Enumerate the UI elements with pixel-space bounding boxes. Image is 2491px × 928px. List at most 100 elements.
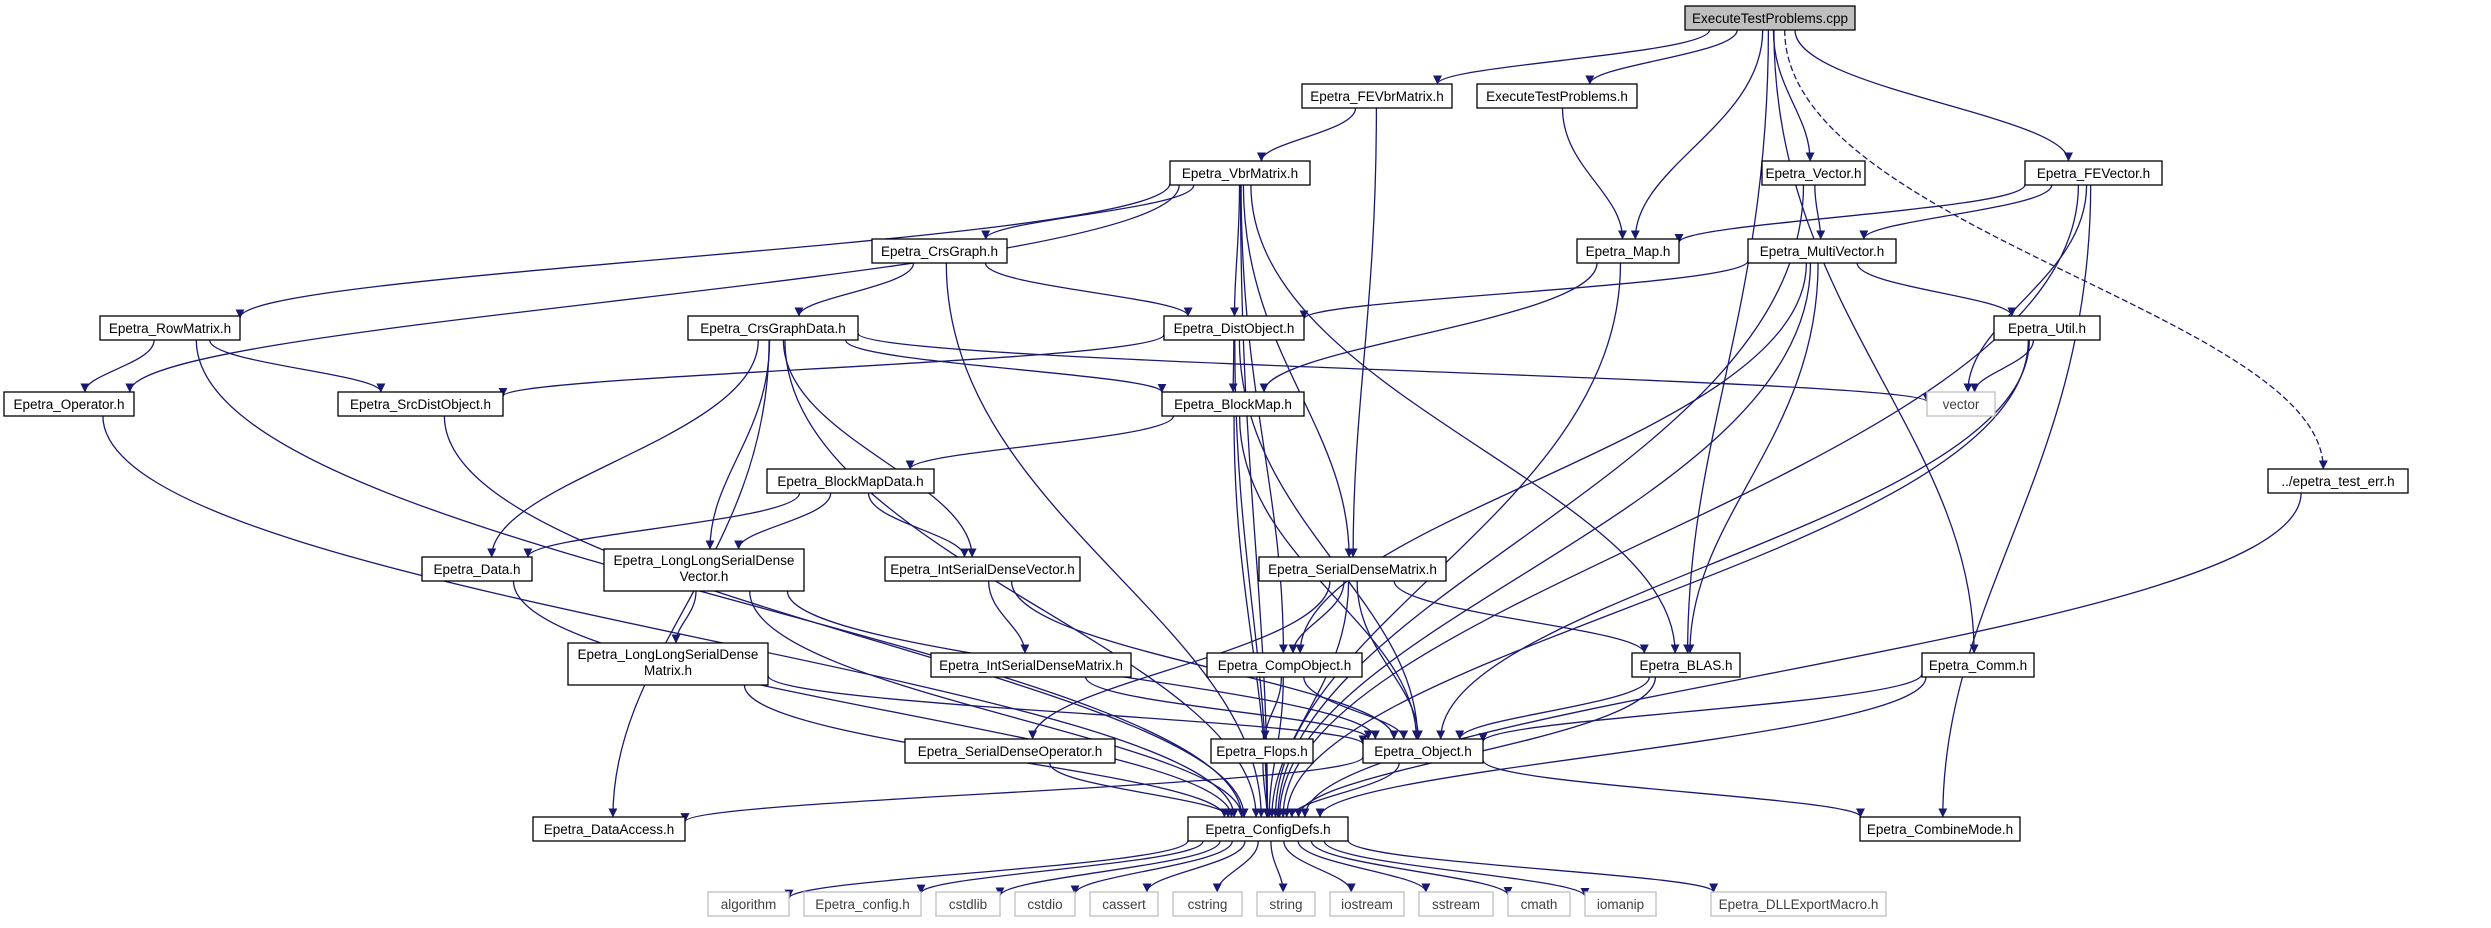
node-crsgraphdata[interactable]: Epetra_CrsGraphData.h: [687, 315, 859, 341]
node-iomanip: iomanip: [1584, 891, 1657, 917]
node-llsdv-box: [603, 548, 805, 592]
node-object-label: Epetra_Object.h: [1374, 744, 1472, 759]
node-flops-box: [1210, 738, 1314, 764]
node-sdm[interactable]: Epetra_SerialDenseMatrix.h: [1258, 556, 1447, 582]
node-vector[interactable]: Epetra_Vector.h: [1761, 160, 1866, 186]
edge-configdefs-to-cstring: [1212, 840, 1259, 893]
node-sdm-label: Epetra_SerialDenseMatrix.h: [1268, 562, 1437, 577]
edge-root-to-comm: [1773, 29, 1979, 654]
edge-root-to-blas: [1683, 29, 1770, 654]
node-sdo-label: Epetra_SerialDenseOperator.h: [918, 744, 1103, 759]
edge-llsdm-to-object: [767, 675, 1368, 745]
node-iomanip-box: [1584, 891, 1657, 917]
node-multivector[interactable]: Epetra_MultiVector.h: [1747, 238, 1897, 264]
node-cstdio-box: [1014, 891, 1076, 917]
edge-vbr-to-distobject: [1230, 184, 1241, 317]
node-comm-label: Epetra_Comm.h: [1929, 658, 2027, 673]
node-distobject[interactable]: Epetra_DistObject.h: [1163, 315, 1305, 341]
node-cstring-box: [1172, 891, 1243, 917]
edge-configdefs-to-iostream: [1283, 840, 1356, 893]
edge-util-to-vectorstd: [1970, 339, 2035, 393]
node-root-box: [1684, 5, 1856, 31]
edge-root-to-map: [1630, 29, 1764, 240]
node-vectorstd-box: [1926, 391, 1996, 417]
edge-object-to-dataaccess: [680, 756, 1364, 823]
node-blockmapdata[interactable]: Epetra_BlockMapData.h: [766, 468, 935, 494]
edge-distobject-to-blockmap: [1228, 339, 1238, 393]
node-dataaccess[interactable]: Epetra_DataAccess.h: [532, 816, 686, 842]
edge-distobject-to-srcdist: [498, 333, 1165, 397]
node-root-label: ExecuteTestProblems.cpp: [1692, 11, 1848, 26]
node-dataaccess-box: [532, 816, 686, 842]
node-isdv[interactable]: Epetra_IntSerialDenseVector.h: [884, 556, 1081, 582]
edge-root-to-fevbr: [1433, 29, 1711, 85]
edge-fevector-to-configdefs: [1278, 184, 2080, 818]
node-llsdm-label-line2: Matrix.h: [644, 663, 692, 678]
edge-vbr-to-compobject: [1240, 184, 1288, 654]
node-map[interactable]: Epetra_Map.h: [1576, 238, 1680, 264]
edge-configdefs-to-string: [1270, 840, 1288, 893]
node-cstring: cstring: [1172, 891, 1243, 917]
node-compobject-label: Epetra_CompObject.h: [1218, 658, 1352, 673]
node-configdefs[interactable]: Epetra_ConfigDefs.h: [1187, 816, 1349, 842]
node-string: string: [1256, 891, 1316, 917]
node-crsgraph[interactable]: Epetra_CrsGraph.h: [871, 238, 1008, 264]
node-testerr-box: [2267, 468, 2409, 494]
node-flops[interactable]: Epetra_Flops.h: [1210, 738, 1314, 764]
node-srcdist-label: Epetra_SrcDistObject.h: [350, 397, 491, 412]
node-testerr[interactable]: ../epetra_test_err.h: [2267, 468, 2409, 494]
node-sstream-label: sstream: [1432, 897, 1480, 912]
node-srcdist[interactable]: Epetra_SrcDistObject.h: [337, 391, 504, 417]
node-blockmap[interactable]: Epetra_BlockMap.h: [1161, 391, 1305, 417]
node-exeh[interactable]: ExecuteTestProblems.h: [1476, 83, 1638, 109]
node-blockmap-box: [1161, 391, 1305, 417]
node-compobject[interactable]: Epetra_CompObject.h: [1206, 652, 1363, 678]
node-fevbr-box: [1301, 83, 1453, 109]
node-string-box: [1256, 891, 1316, 917]
node-util[interactable]: Epetra_Util.h: [1993, 315, 2101, 341]
edge-crsgraphdata-to-dataaccess: [608, 339, 770, 818]
node-flops-label: Epetra_Flops.h: [1216, 744, 1308, 759]
node-isdm[interactable]: Epetra_IntSerialDenseMatrix.h: [930, 652, 1132, 678]
node-llsdm-box: [567, 642, 769, 686]
node-vector-box: [1761, 160, 1866, 186]
edge-configdefs-to-cmath: [1310, 840, 1513, 896]
edge-multivector-to-compobject: [1295, 262, 1808, 654]
node-rowmatrix[interactable]: Epetra_RowMatrix.h: [99, 315, 241, 341]
edge-configdefs-to-sstream: [1297, 840, 1431, 893]
edge-fevector-to-combinemode: [1938, 184, 2092, 818]
edge-util-to-configdefs: [1282, 339, 2029, 818]
edge-testerr-to-configdefs: [1300, 492, 2302, 818]
node-vbr-box: [1169, 160, 1311, 186]
node-fevector[interactable]: Epetra_FEVector.h: [2024, 160, 2163, 186]
edge-llsdv-to-configdefs: [749, 590, 1247, 818]
node-configdefs-box: [1187, 816, 1349, 842]
node-combinemode[interactable]: Epetra_CombineMode.h: [1859, 816, 2021, 842]
node-blas[interactable]: Epetra_BLAS.h: [1631, 652, 1741, 678]
node-util-box: [1993, 315, 2101, 341]
edge-data-to-configdefs: [512, 580, 1236, 818]
node-blockmap-label: Epetra_BlockMap.h: [1174, 397, 1292, 412]
node-data[interactable]: Epetra_Data.h: [421, 556, 533, 582]
edge-crsgraphdata-to-isdv: [782, 339, 977, 558]
node-rowmatrix-box: [99, 315, 241, 341]
node-operator[interactable]: Epetra_Operator.h: [3, 391, 135, 417]
node-object-box: [1362, 738, 1484, 764]
edge-configdefs-to-epconfig: [916, 840, 1204, 894]
node-cstdio-label: cstdio: [1027, 897, 1062, 912]
node-operator-box: [3, 391, 135, 417]
node-crsgraph-box: [871, 238, 1008, 264]
node-root[interactable]: ExecuteTestProblems.cpp: [1684, 5, 1856, 31]
node-cstdlib-box: [935, 891, 1001, 917]
node-vbr[interactable]: Epetra_VbrMatrix.h: [1169, 160, 1311, 186]
edge-multivector-to-configdefs: [1275, 262, 1812, 818]
edge-blas-to-object: [1455, 676, 1650, 740]
node-comm[interactable]: Epetra_Comm.h: [1921, 652, 2035, 678]
node-sdo[interactable]: Epetra_SerialDenseOperator.h: [904, 738, 1116, 764]
edge-vector-to-multivector: [1814, 184, 1826, 240]
node-fevbr[interactable]: Epetra_FEVbrMatrix.h: [1301, 83, 1453, 109]
node-object[interactable]: Epetra_Object.h: [1362, 738, 1484, 764]
node-sdo-box: [904, 738, 1116, 764]
